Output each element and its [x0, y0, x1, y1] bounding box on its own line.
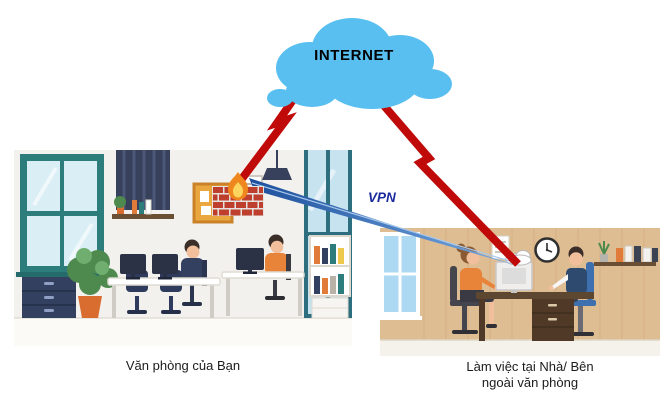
home-caption: Làm việc tại Nhà/ Bên ngoài văn phòng — [400, 359, 660, 392]
firewall-icon — [212, 170, 264, 216]
home-wall-note — [491, 235, 510, 260]
office-monitor-icon — [120, 254, 178, 280]
home-floor — [380, 340, 660, 356]
firewall-brick-wall — [212, 172, 264, 216]
home-caption-line2: ngoài văn phòng — [481, 375, 579, 391]
office-floor — [14, 318, 352, 346]
home-window — [380, 232, 422, 320]
office-bookshelf — [309, 235, 351, 319]
office-cabinet — [22, 277, 76, 318]
home-desk — [476, 292, 594, 341]
flame-inner — [233, 182, 243, 198]
internet-label: INTERNET — [314, 47, 394, 64]
office-slat-panel — [112, 150, 174, 219]
office-desk-2 — [221, 271, 305, 279]
wall-clock-icon — [534, 237, 560, 263]
vpn-label: VPN — [368, 190, 396, 205]
home-office-illustration — [380, 228, 660, 356]
home-monitor-icon — [495, 261, 533, 293]
home-shelf — [594, 241, 658, 266]
office-window — [16, 154, 108, 277]
office-illustration — [14, 150, 352, 346]
home-caption-line1: Làm việc tại Nhà/ Bên — [466, 359, 594, 374]
office-caption: Văn phòng của Bạn — [125, 358, 241, 373]
office-worker-1 — [181, 239, 207, 306]
